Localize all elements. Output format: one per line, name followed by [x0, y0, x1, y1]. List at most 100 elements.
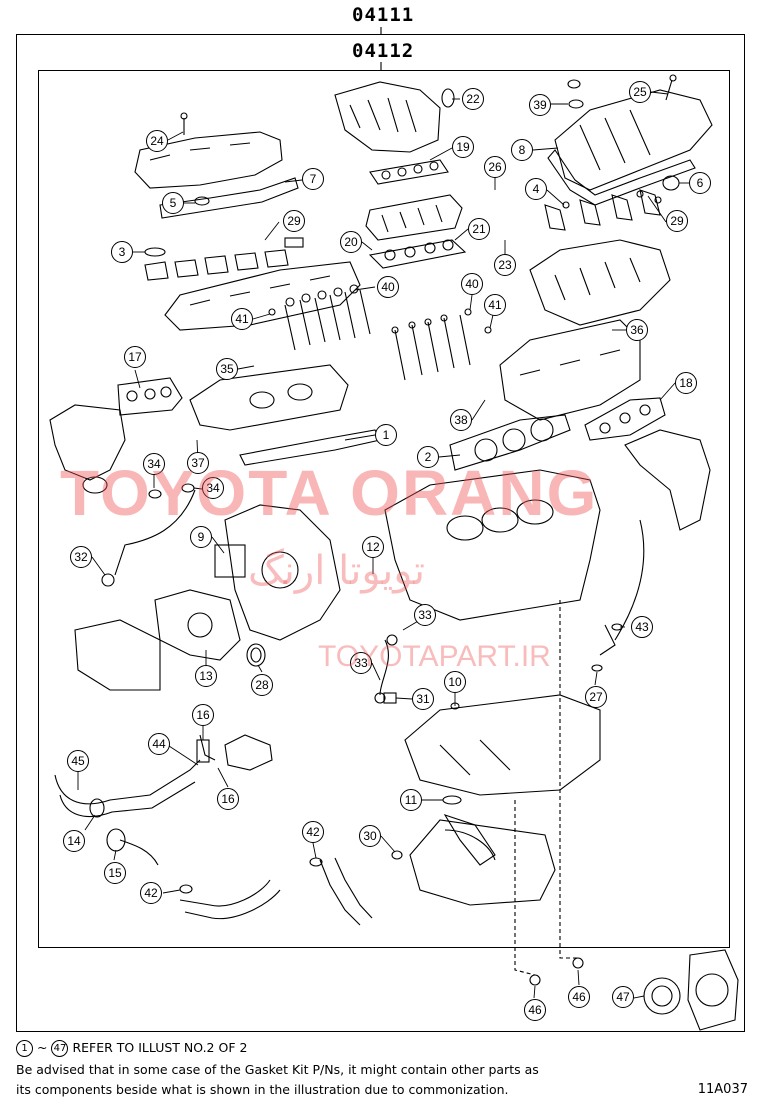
callout-4[interactable]: 4 — [525, 178, 547, 200]
callout-20[interactable]: 20 — [340, 231, 362, 253]
valve-cover-gasket-7-drawing — [159, 177, 299, 219]
advise-note-line2: its components beside what is shown in t… — [16, 1082, 509, 1097]
crank-seal-47-drawing — [643, 977, 681, 1015]
right-valves-drawing — [391, 308, 492, 381]
water-pipe-lower-drawing — [179, 879, 281, 920]
callout-18[interactable]: 18 — [675, 372, 697, 394]
callout-6[interactable]: 6 — [689, 172, 711, 194]
callout-13[interactable]: 13 — [195, 665, 217, 687]
exhaust-gasket-18-drawing — [584, 397, 666, 441]
left-cylinder-head-drawing — [164, 261, 361, 331]
callout-39[interactable]: 39 — [529, 94, 551, 116]
callout-33-upper[interactable]: 33 — [414, 604, 436, 626]
intake-gasket-20-drawing — [368, 239, 467, 269]
left-valves-drawing — [268, 284, 371, 351]
callout-30[interactable]: 30 — [359, 825, 381, 847]
callout-3[interactable]: 3 — [111, 241, 133, 263]
callout-5[interactable]: 5 — [162, 192, 184, 214]
intake-plenum-drawing — [334, 81, 441, 153]
callout-12[interactable]: 12 — [362, 536, 384, 558]
seal-5-drawing — [194, 196, 210, 206]
inner-part-number: 04112 — [352, 40, 415, 62]
callout-8[interactable]: 8 — [511, 139, 533, 161]
callout-36[interactable]: 36 — [626, 319, 648, 341]
callout-31[interactable]: 31 — [412, 688, 434, 710]
callout-21[interactable]: 21 — [468, 218, 490, 240]
callout-27[interactable]: 27 — [585, 686, 607, 708]
callout-46-left[interactable]: 46 — [524, 999, 546, 1021]
callout-28[interactable]: 28 — [251, 674, 273, 696]
callout-26[interactable]: 26 — [484, 156, 506, 178]
bolt-24-drawing — [180, 112, 188, 135]
callout-17[interactable]: 17 — [124, 346, 146, 368]
callout-35[interactable]: 35 — [216, 358, 238, 380]
right-cam-caps-drawing — [544, 189, 662, 231]
callout-29-right[interactable]: 29 — [666, 210, 688, 232]
callout-24[interactable]: 24 — [146, 130, 168, 152]
plug-6-drawing — [662, 175, 680, 191]
callout-34-left[interactable]: 34 — [143, 453, 165, 475]
oil-pump-drawing — [74, 619, 161, 691]
callout-43[interactable]: 43 — [631, 616, 653, 638]
callout-leaders — [77, 91, 689, 999]
left-head-lower-drawing — [189, 364, 349, 431]
right-valve-cover-drawing — [554, 89, 713, 191]
gasket-3-drawing — [144, 247, 166, 257]
callout-37[interactable]: 37 — [187, 452, 209, 474]
callout-45[interactable]: 45 — [67, 750, 89, 772]
callout-23[interactable]: 23 — [494, 254, 516, 276]
intake-manifold-drawing — [365, 194, 463, 241]
callout-47[interactable]: 47 — [612, 986, 634, 1008]
left-cam-caps-drawing — [144, 237, 304, 281]
callout-19[interactable]: 19 — [452, 136, 474, 158]
range-separator: ~ — [36, 1040, 48, 1055]
callout-38[interactable]: 38 — [450, 409, 472, 431]
callout-10[interactable]: 10 — [444, 671, 466, 693]
callout-1[interactable]: 1 — [375, 424, 397, 446]
callout-14[interactable]: 14 — [63, 830, 85, 852]
callout-16-lower[interactable]: 16 — [217, 788, 239, 810]
inner-assembly-frame — [38, 70, 730, 948]
seal-46a-drawing — [529, 974, 541, 986]
callout-15[interactable]: 15 — [104, 862, 126, 884]
callout-33-lower[interactable]: 33 — [350, 652, 372, 674]
callout-34-right[interactable]: 34 — [202, 477, 224, 499]
callout-41-right[interactable]: 41 — [484, 294, 506, 316]
timing-cover-gasket-13-drawing — [154, 589, 241, 661]
callout-7[interactable]: 7 — [302, 168, 324, 190]
oring-27-drawing — [591, 664, 603, 672]
left-exhaust-manifold-drawing — [49, 404, 126, 494]
callout-25[interactable]: 25 — [629, 81, 651, 103]
callout-29-left[interactable]: 29 — [283, 210, 305, 232]
callout-22[interactable]: 22 — [462, 88, 484, 110]
callout-42-right[interactable]: 42 — [302, 821, 324, 843]
bypass-pipe-16-drawing — [196, 734, 273, 771]
hose-15-drawing — [119, 839, 159, 866]
callout-32[interactable]: 32 — [70, 546, 92, 568]
callout-40-left[interactable]: 40 — [377, 276, 399, 298]
callout-46-right[interactable]: 46 — [568, 986, 590, 1008]
callout-44[interactable]: 44 — [148, 733, 170, 755]
oil-pipe-33-drawing — [374, 634, 398, 704]
callout-9[interactable]: 9 — [190, 526, 212, 548]
oring-34a-drawing — [148, 489, 162, 499]
bolt-25-drawing — [665, 74, 677, 101]
watermark-url: TOYOTAPART.IR — [318, 640, 551, 673]
illustration-code: 11A037 — [697, 1082, 748, 1097]
callout-42-left[interactable]: 42 — [140, 882, 162, 904]
callout-11[interactable]: 11 — [400, 789, 422, 811]
range-start-ref: 1 — [16, 1040, 33, 1057]
water-pump-gasket-9-drawing — [214, 544, 246, 578]
thermostat-gasket-14-drawing — [89, 798, 105, 818]
gasket-11-drawing — [442, 795, 462, 805]
head-gasket-2-drawing — [449, 414, 571, 471]
right-cylinder-head-drawing — [499, 319, 641, 421]
leader-46a — [514, 800, 536, 976]
callout-2[interactable]: 2 — [417, 446, 439, 468]
exhaust-gasket-17-drawing — [117, 377, 183, 416]
gasket-15-drawing — [106, 828, 126, 852]
callout-16-upper[interactable]: 16 — [192, 704, 214, 726]
refer-text: REFER TO ILLUST NO.2 OF 2 — [72, 1040, 248, 1055]
callout-40-right[interactable]: 40 — [461, 273, 483, 295]
callout-41-left[interactable]: 41 — [231, 308, 253, 330]
